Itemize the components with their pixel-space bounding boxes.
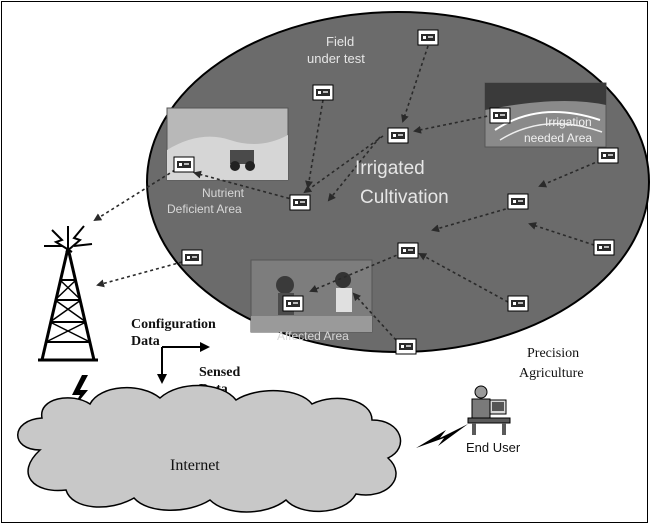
field-title-line2: under test <box>307 51 365 66</box>
sensor-node-icon[interactable] <box>312 84 334 101</box>
internet-cloud <box>17 384 402 513</box>
affected-area-photo <box>250 259 373 333</box>
field-center-line2: Cultivation <box>360 187 449 208</box>
data-flow-arrows <box>157 342 210 384</box>
precision-agriculture-label-line2: Agriculture <box>519 366 584 381</box>
sensor-node-icon[interactable] <box>387 127 409 144</box>
sensor-node-icon[interactable] <box>593 239 615 256</box>
sensor-node-icon[interactable] <box>282 295 304 312</box>
sensor-node-icon[interactable] <box>289 194 311 211</box>
sensor-node-icon[interactable] <box>597 147 619 164</box>
irrigation-area-label-line1: Irrigation <box>545 115 592 129</box>
configuration-data-label-line2: Data <box>131 334 160 349</box>
end-user-workstation-icon[interactable] <box>467 385 511 435</box>
internet-label: Internet <box>170 457 220 474</box>
lightning-icon <box>70 375 88 412</box>
sensed-data-label-line1: Sensed <box>199 365 240 380</box>
nutrient-area-label-line2: Deficient Area <box>167 202 242 216</box>
sensor-node-icon[interactable] <box>395 338 417 355</box>
sensor-node-icon[interactable] <box>507 193 529 210</box>
sensor-link-arrows <box>93 45 607 341</box>
field-ellipse <box>146 11 650 353</box>
field-center-line1: Irrigated <box>355 158 425 179</box>
sensor-node-icon[interactable] <box>397 242 419 259</box>
field-title-line1: Field <box>326 34 354 49</box>
configuration-data-label-line1: Configuration <box>131 317 216 332</box>
nutrient-area-label-line1: Nutrient <box>202 186 245 200</box>
affected-area-label: Affected Area <box>277 329 349 343</box>
tower-signal-icon <box>44 225 93 253</box>
user-link-lightning-icon <box>416 424 468 448</box>
sensor-node-icon[interactable] <box>489 107 511 124</box>
end-user-label: End User <box>466 440 521 455</box>
sensor-node-icon[interactable] <box>417 29 439 46</box>
irrigation-area-label-line2: needed Area <box>524 131 592 145</box>
precision-agriculture-label-line1: Precision <box>527 346 579 361</box>
sensor-node-icon[interactable] <box>507 295 529 312</box>
sensor-node-icon[interactable] <box>173 156 195 173</box>
sensor-node-icon[interactable] <box>181 249 203 266</box>
cell-tower-icon <box>38 247 98 362</box>
